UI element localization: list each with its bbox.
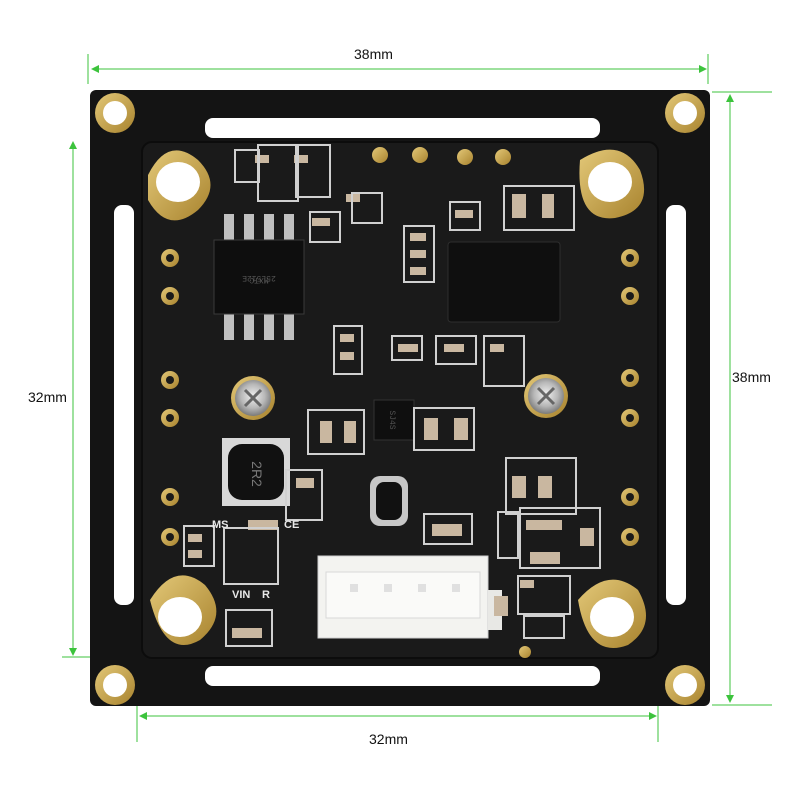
pin-labels: MS CE VIN R bbox=[212, 519, 299, 601]
label-vin: VIN bbox=[232, 589, 250, 601]
inductor: 2R2 bbox=[222, 438, 290, 506]
screw-left bbox=[231, 376, 275, 420]
svg-text:MXTC: MXTC bbox=[249, 275, 268, 284]
label-r: R bbox=[262, 589, 270, 601]
svg-text:SJ4S: SJ4S bbox=[387, 410, 396, 429]
screw-right bbox=[524, 374, 568, 418]
transistor bbox=[370, 476, 408, 526]
label-ms: MS bbox=[212, 519, 229, 531]
svg-text:25L512E: 25L512E bbox=[242, 273, 276, 282]
right-height-label: 38mm bbox=[732, 369, 771, 385]
left-height-label: 32mm bbox=[28, 389, 67, 405]
regulator-chip: SJ4S bbox=[373, 399, 415, 441]
smd-components bbox=[183, 144, 601, 647]
top-width-label: 38mm bbox=[354, 46, 393, 62]
pcb-board: MXTC 25L512E 2R2 bbox=[90, 90, 710, 706]
power-connector bbox=[317, 555, 502, 639]
bottom-width-label: 32mm bbox=[369, 731, 408, 747]
flash-chip: MXTC 25L512E bbox=[213, 214, 305, 340]
svg-text:2R2: 2R2 bbox=[249, 461, 265, 487]
controller-chip bbox=[447, 241, 561, 323]
label-ce: CE bbox=[284, 519, 299, 531]
